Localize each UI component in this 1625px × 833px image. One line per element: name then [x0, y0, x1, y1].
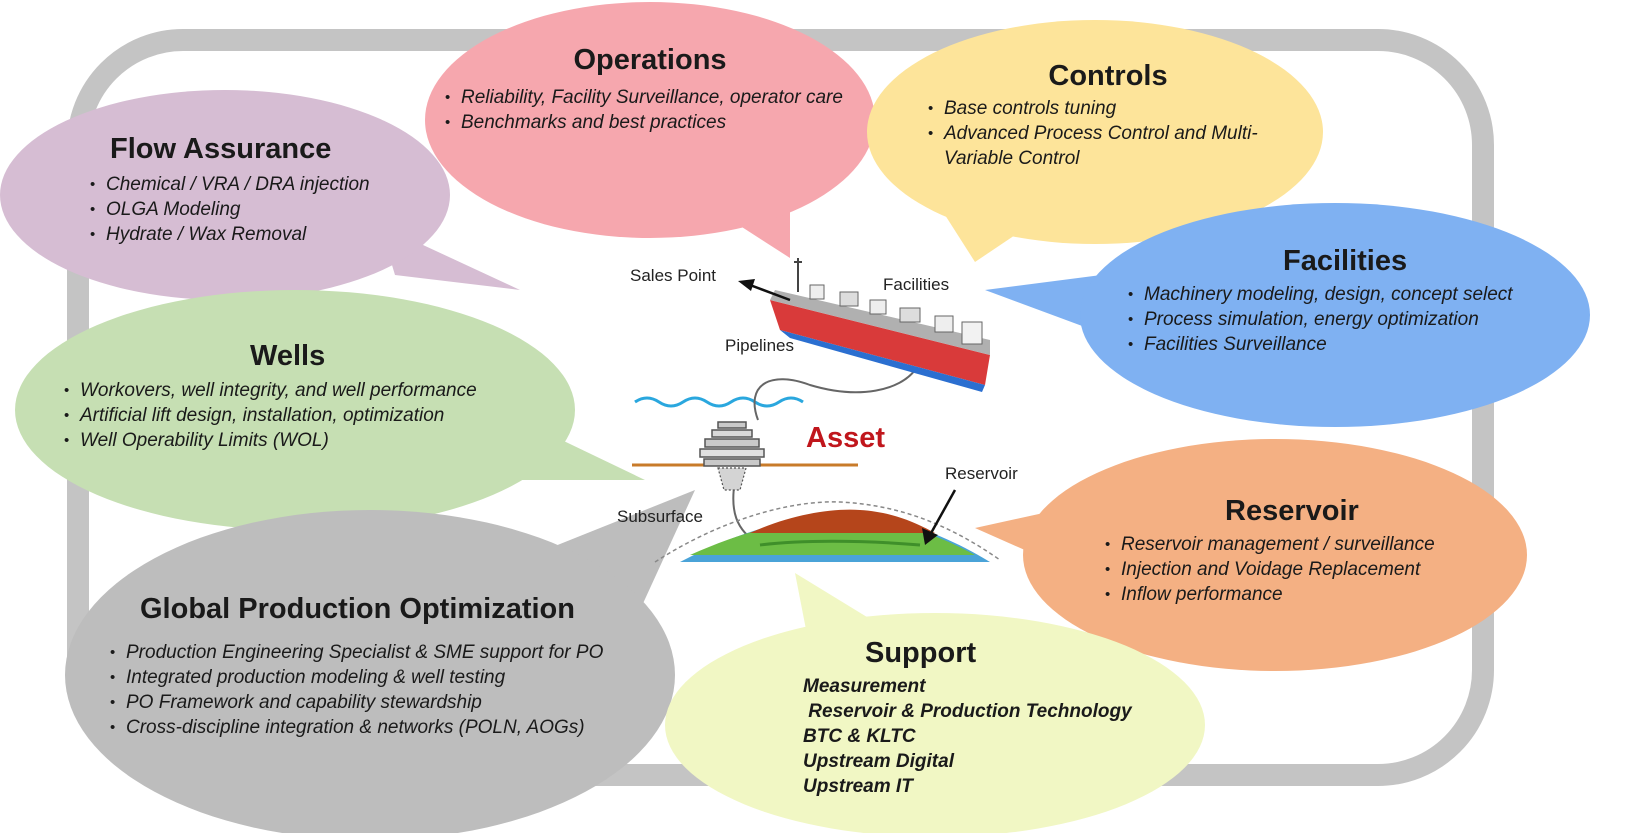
list-item-continuation: Variable Control [944, 148, 1080, 169]
facilities-list: Machinery modeling, design, concept sele… [1128, 282, 1558, 357]
sales-point-arrow [749, 283, 791, 302]
facilities-content: Facilities Machinery modeling, design, c… [1128, 245, 1558, 357]
list-item: Upstream IT [803, 776, 913, 797]
facilities-center-label: Facilities [883, 275, 949, 294]
list-item: Reservoir & Production Technology [803, 701, 1132, 722]
subsea-manifold-icon [699, 421, 765, 491]
controls-content: Controls Base controls tuning Advanced P… [928, 60, 1288, 171]
flow-assurance-content: Flow Assurance Chemical / VRA / DRA inje… [88, 133, 418, 247]
reservoir-content: Reservoir Reservoir management / surveil… [1105, 495, 1485, 607]
wells-content: Wells Workovers, well integrity, and wel… [64, 340, 544, 453]
asset-label: Asset [806, 422, 885, 454]
gpo-list: Production Engineering Specialist & SME … [110, 640, 670, 740]
list-item: Chemical / VRA / DRA injection [90, 172, 418, 197]
operations-list: Reliability, Facility Surveillance, oper… [445, 85, 875, 135]
support-title: Support [865, 637, 977, 669]
reservoir-center-label: Reservoir [945, 464, 1018, 483]
list-item: Inflow performance [1105, 582, 1485, 607]
list-item: BTC & KLTC [803, 726, 916, 747]
sales-point-label: Sales Point [630, 266, 716, 285]
list-item: Machinery modeling, design, concept sele… [1128, 282, 1558, 307]
reservoir-title: Reservoir [1225, 495, 1359, 527]
reservoir-list: Reservoir management / surveillance Inje… [1105, 532, 1485, 607]
list-item: Measurement [803, 676, 926, 697]
list-item: Cross-discipline integration & networks … [110, 715, 670, 740]
pipeline-line [753, 369, 916, 421]
subsurface-label: Subsurface [617, 507, 703, 526]
support-content: Support Measurement Reservoir & Producti… [803, 637, 1163, 799]
list-item: Upstream Digital [803, 751, 954, 772]
reservoir-dome-icon [654, 501, 1001, 563]
list-item: Injection and Voidage Replacement [1105, 557, 1485, 582]
list-item: Production Engineering Specialist & SME … [110, 640, 670, 665]
list-item: Advanced Process Control and Multi- [928, 121, 1288, 146]
list-item: Artificial lift design, installation, op… [64, 403, 544, 428]
list-item: OLGA Modeling [90, 197, 418, 222]
gpo-content: Global Production Optimization Productio… [110, 593, 670, 740]
list-item: Integrated production modeling & well te… [110, 665, 670, 690]
operations-content: Operations Reliability, Facility Surveil… [445, 44, 875, 135]
list-item: Process simulation, energy optimization [1128, 307, 1558, 332]
list-item: Base controls tuning [928, 96, 1288, 121]
pipelines-label: Pipelines [725, 336, 794, 355]
gpo-title: Global Production Optimization [140, 593, 575, 625]
controls-list: Base controls tuning Advanced Process Co… [928, 96, 1288, 171]
water-surface-waves [634, 396, 804, 408]
list-item: Benchmarks and best practices [445, 110, 875, 135]
wells-list: Workovers, well integrity, and well perf… [64, 378, 544, 453]
support-bubble [665, 573, 1205, 833]
wells-title: Wells [250, 340, 326, 372]
list-item: Well Operability Limits (WOL) [64, 428, 544, 453]
support-list: Measurement Reservoir & Production Techn… [803, 674, 1163, 799]
facilities-title: Facilities [1283, 245, 1408, 277]
list-item: Hydrate / Wax Removal [90, 222, 418, 247]
list-item: Facilities Surveillance [1128, 332, 1558, 357]
flow-assurance-title: Flow Assurance [110, 133, 332, 165]
list-item: Reservoir management / surveillance [1105, 532, 1485, 557]
operations-title: Operations [573, 44, 727, 76]
fpso-ship-icon [770, 258, 990, 392]
list-item: Workovers, well integrity, and well perf… [64, 378, 544, 403]
flow-assurance-list: Chemical / VRA / DRA injection OLGA Mode… [90, 172, 418, 247]
list-item: Reliability, Facility Surveillance, oper… [445, 85, 875, 110]
list-item: PO Framework and capability stewardship [110, 690, 670, 715]
controls-title: Controls [1048, 60, 1168, 92]
reservoir-pointer-arrow [928, 489, 957, 536]
